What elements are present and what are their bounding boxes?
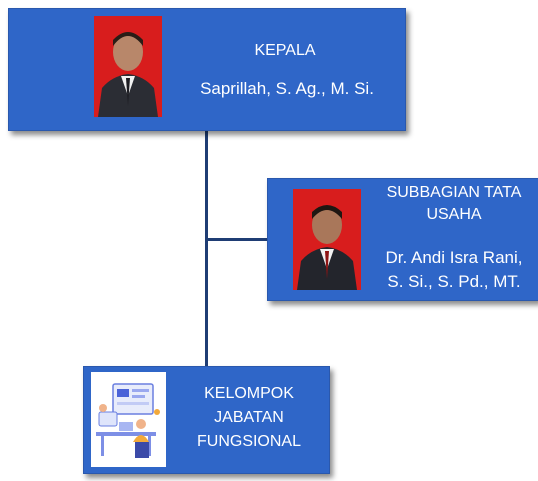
portrait-icon — [293, 189, 361, 290]
head-portrait-photo — [94, 16, 162, 117]
admin-portrait-photo — [293, 189, 361, 290]
connector-horizontal — [205, 238, 268, 241]
admin-title-line1: SUBBAGIAN TATA — [386, 184, 522, 201]
head-name: Saprillah, S. Ag., M. Si. — [200, 79, 374, 98]
portrait-icon — [94, 16, 162, 117]
functional-line2: JABATAN — [214, 409, 284, 426]
admin-title-line2: USAHA — [426, 206, 482, 223]
head-title: KEPALA — [254, 42, 316, 59]
functional-line1: KELOMPOK — [204, 385, 294, 402]
admin-name-line1: Dr. Andi Isra Rani, — [385, 248, 523, 267]
functional-line3: FUNGSIONAL — [196, 433, 301, 450]
admin-node: SUBBAGIAN TATA USAHA Dr. Andi Isra Rani,… — [267, 178, 538, 301]
head-node: KEPALA Saprillah, S. Ag., M. Si. — [8, 8, 406, 131]
team-workspace-illustration-icon — [91, 372, 166, 467]
functional-group-illustration — [91, 372, 166, 467]
connector-vertical — [205, 130, 208, 367]
functional-group-node: KELOMPOK JABATAN FUNGSIONAL — [83, 366, 330, 474]
admin-name-line2: S. Si., S. Pd., MT. — [387, 272, 521, 291]
